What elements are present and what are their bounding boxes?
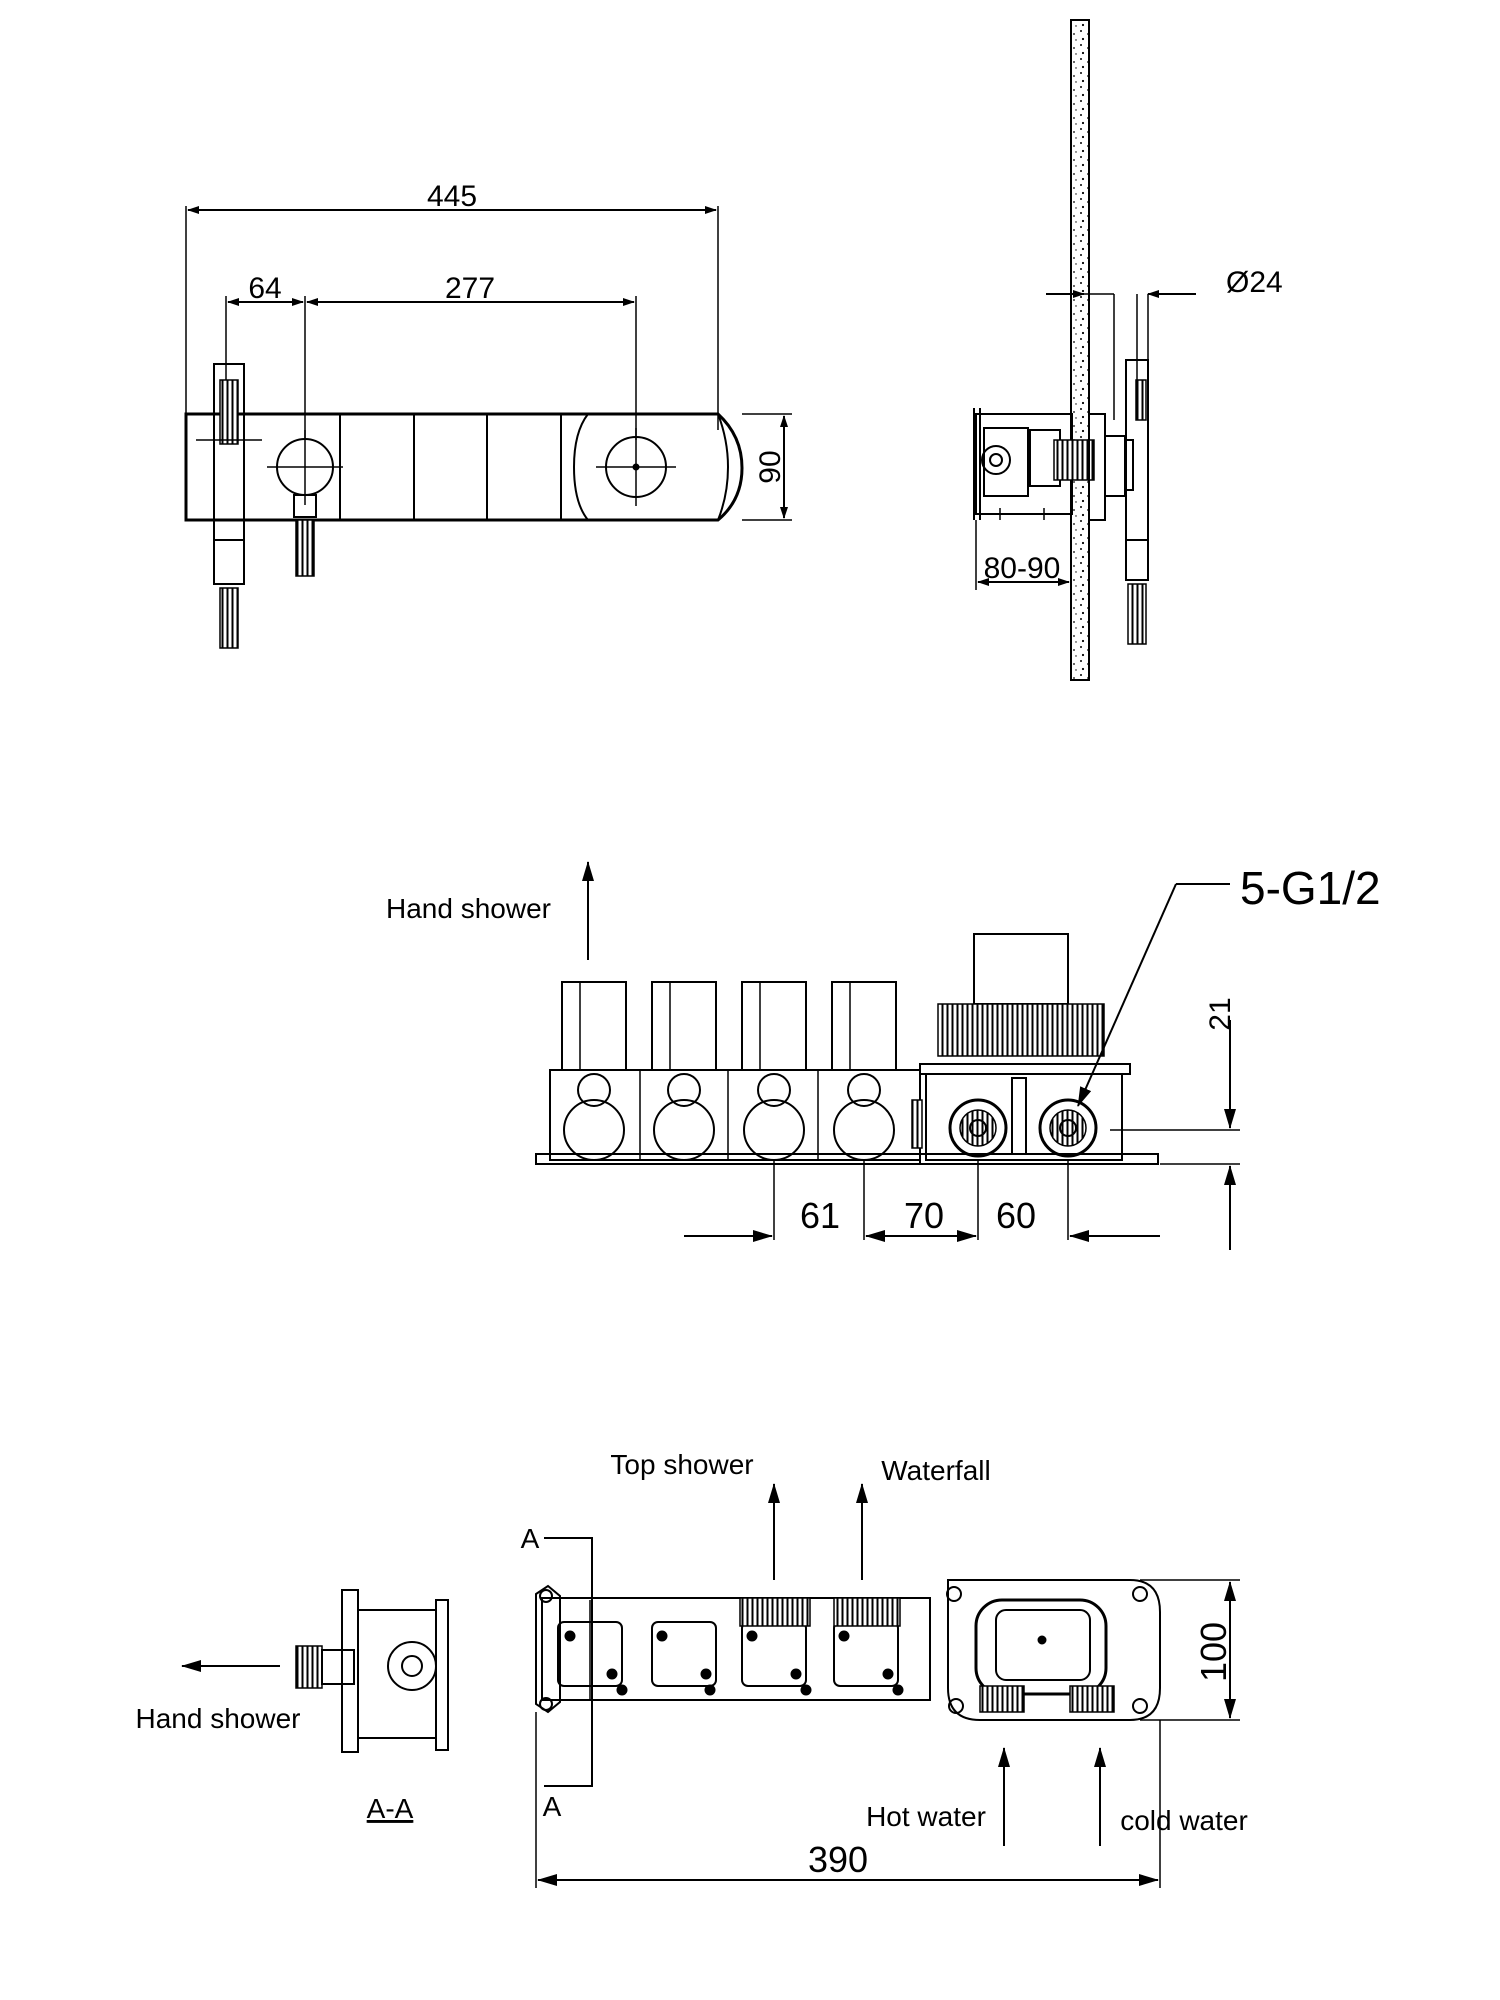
dim-height: 90	[754, 450, 787, 483]
section-label: A-A	[367, 1793, 414, 1824]
diverter-cartridges	[561, 981, 897, 1071]
front-view: 445 64 277	[184, 180, 792, 649]
dim-diameter: Ø24	[1226, 266, 1283, 299]
thermostat-housing	[973, 933, 1069, 1005]
dim-wall-depth: 80-90	[984, 552, 1061, 585]
label-cold-water: cold water	[1120, 1805, 1248, 1836]
dim-61: 61	[800, 1195, 840, 1236]
dim-70: 70	[904, 1195, 944, 1236]
dim-21: 21	[1204, 997, 1237, 1030]
label-waterfall: Waterfall	[881, 1455, 990, 1486]
side-view: Ø24 80-90	[973, 19, 1283, 681]
dim-100: 100	[1193, 1622, 1234, 1682]
rear-view: Hand shower	[386, 861, 1381, 1250]
cold-inlet	[1038, 1098, 1098, 1158]
dim-hand-shower-offset: 64	[248, 272, 281, 305]
section-mark-bottom: A	[543, 1791, 562, 1822]
label-hand-shower-rear: Hand shower	[386, 893, 551, 924]
callout-thread: 5-G1/2	[1240, 862, 1381, 914]
wall-section	[1070, 19, 1090, 681]
hot-inlet	[948, 1098, 1008, 1158]
label-hot-water: Hot water	[866, 1801, 986, 1832]
label-top-shower: Top shower	[610, 1449, 753, 1480]
dim-390: 390	[808, 1839, 868, 1880]
dim-outlet-spacing: 277	[445, 272, 495, 305]
dim-60: 60	[996, 1195, 1036, 1236]
label-hand-shower-section: Hand shower	[136, 1703, 301, 1734]
top-view: Top shower Waterfall A A	[136, 1449, 1248, 1888]
section-a-a: Hand shower A-A	[136, 1589, 449, 1824]
section-mark-top: A	[521, 1523, 540, 1554]
dim-overall-width: 445	[427, 180, 477, 213]
